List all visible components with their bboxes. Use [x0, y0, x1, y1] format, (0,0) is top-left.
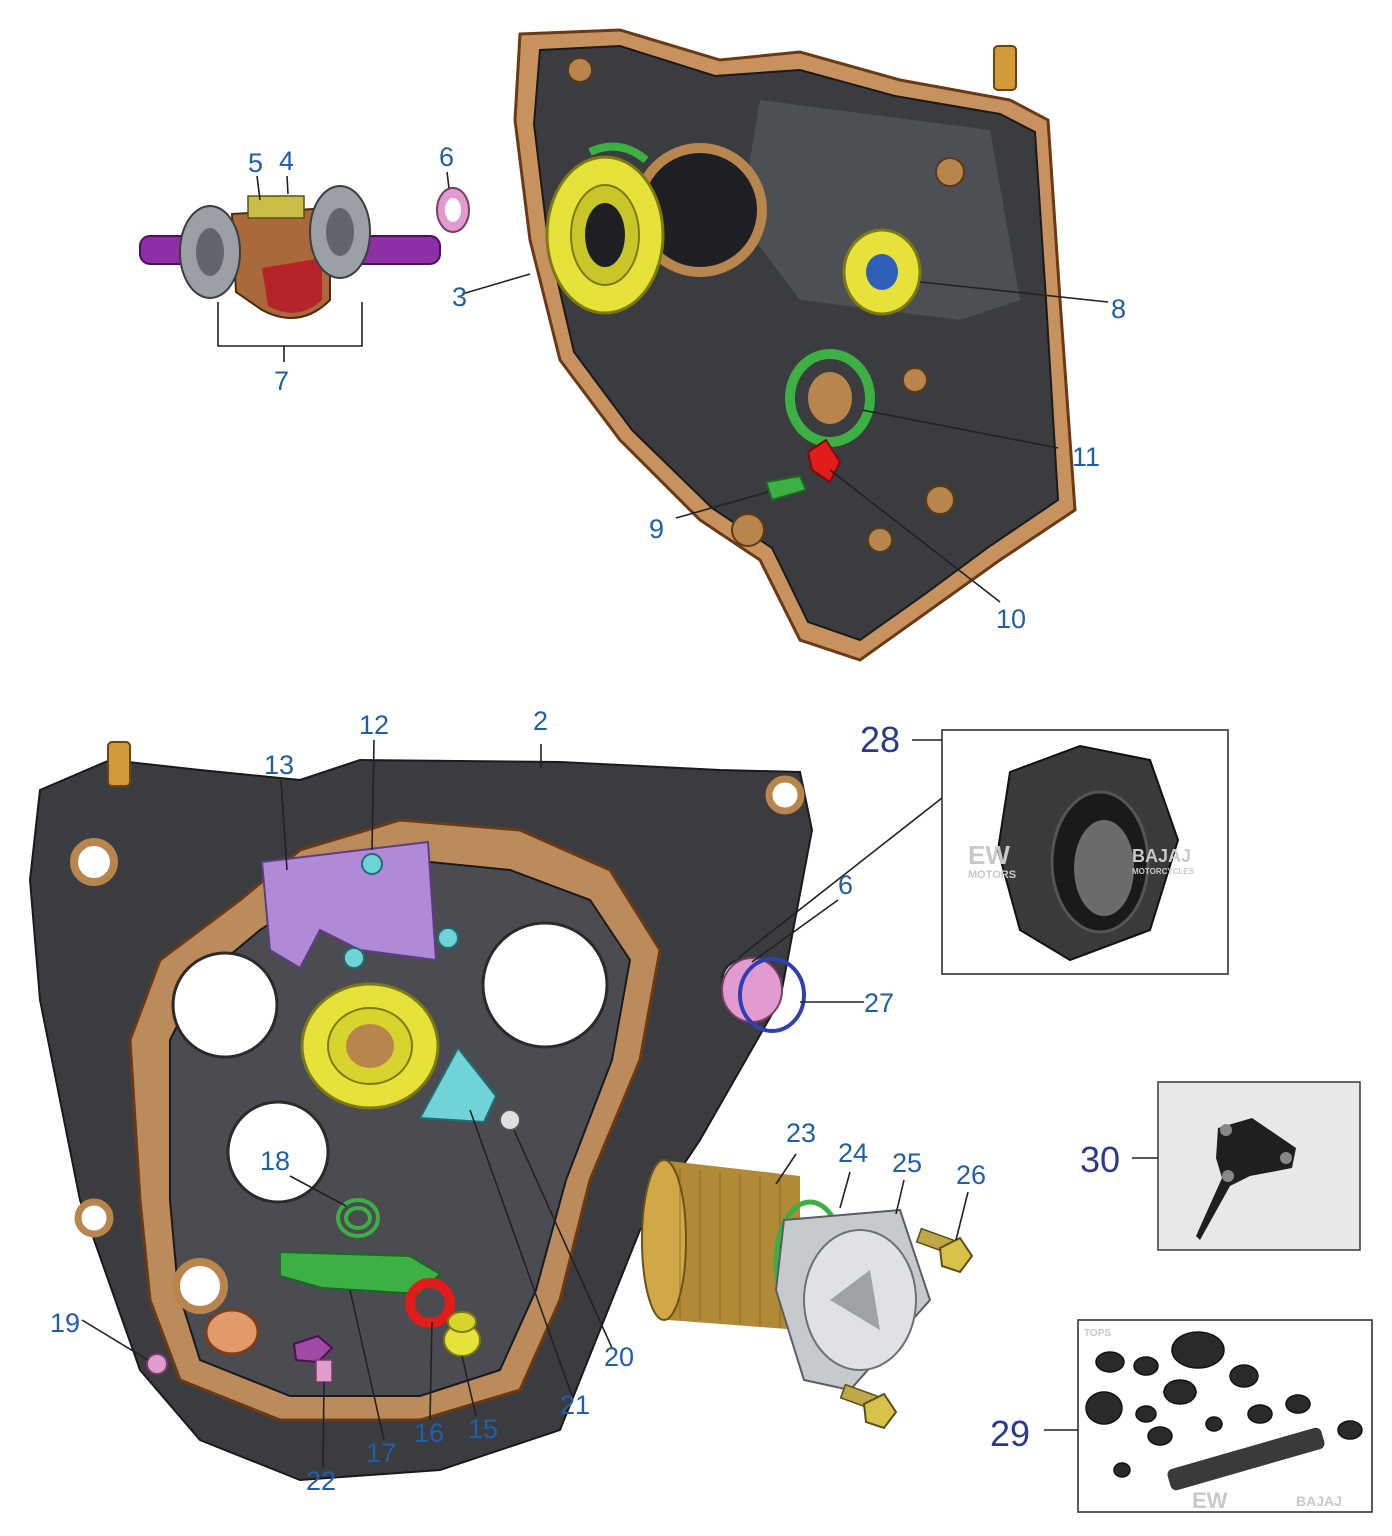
- callout-13: 13: [264, 750, 294, 780]
- callout-10: 10: [996, 604, 1026, 634]
- callout-8: 8: [1111, 294, 1126, 324]
- right-crank-bearing: [309, 185, 371, 279]
- bushing-19-left: [146, 1353, 168, 1375]
- bolt-boss-5: [867, 527, 893, 553]
- bolt-hole-a: [70, 838, 118, 886]
- ring-16: [405, 1278, 455, 1328]
- callout-26: 26: [956, 1160, 986, 1190]
- bolt-hole-b: [74, 1198, 114, 1238]
- callout-25: 25: [892, 1148, 922, 1178]
- left-crank-bearing: [179, 205, 241, 299]
- bolt-hole-d: [172, 1258, 228, 1314]
- bolt-22: [292, 1334, 334, 1383]
- callout-19: 19: [50, 1308, 80, 1338]
- inset-29-frame: [1077, 1319, 1373, 1513]
- callout-27: 27: [864, 988, 894, 1018]
- bolt-boss-6: [567, 57, 593, 83]
- breather-nipple-top: [993, 45, 1017, 91]
- bore-left-upper: [171, 951, 279, 1059]
- callout-5: 5: [248, 148, 263, 178]
- oil-seal-11: [785, 349, 875, 447]
- crank-counterweight: [262, 258, 322, 313]
- oil-seal-3-green: [588, 142, 649, 164]
- bore-center: [481, 921, 609, 1049]
- bolt-icon: [915, 1227, 974, 1274]
- bolt-boss-4: [731, 513, 765, 547]
- bracket-21: [418, 1046, 498, 1124]
- watermark-tops-29: TOPS: [1084, 1328, 1111, 1339]
- bearing-8: [842, 228, 922, 316]
- screw-12a: [361, 853, 383, 875]
- callout-numbers: 2 3 4 5 6 7 8 9 10 11 12 13 15 16 17 18 …: [50, 142, 1126, 1496]
- bolt-boss-3: [925, 485, 955, 515]
- bolt-hole-c: [765, 775, 805, 815]
- callout-18: 18: [260, 1146, 290, 1176]
- bracket-7: [217, 302, 363, 362]
- bolt-boss-2: [902, 367, 928, 393]
- spring-18: [336, 1198, 380, 1238]
- callout-3: 3: [452, 282, 467, 312]
- callout-12: 12: [359, 710, 389, 740]
- orange-bushing: [204, 1308, 260, 1356]
- callout-23: 23: [786, 1118, 816, 1148]
- watermark-ew-29: EW: [1192, 1488, 1228, 1513]
- callout-9: 9: [649, 514, 664, 544]
- lever-17: [279, 1250, 442, 1296]
- callout-15: 15: [468, 1414, 498, 1444]
- watermark-motorcycles-28: MOTORCYCLES: [1132, 867, 1195, 876]
- crankcase-half-top: [513, 28, 1077, 662]
- callout-21: 21: [560, 1390, 590, 1420]
- crankcase-half-bottom: [28, 741, 814, 1482]
- crankshaft-assembly: [139, 185, 470, 362]
- callout-30: 30: [1080, 1139, 1120, 1180]
- bushing-set: [1085, 1331, 1363, 1478]
- bearing-icon: [545, 155, 665, 315]
- cover-plate-13: [260, 840, 438, 970]
- crank-pin-block: [247, 195, 305, 219]
- watermark-bajaj-29: BAJAJ: [1296, 1493, 1342, 1509]
- callout-17: 17: [366, 1438, 396, 1468]
- crankcase-top-rib: [740, 100, 1020, 320]
- circlip-27: [738, 957, 806, 1033]
- pin-9: [764, 474, 808, 502]
- screw-12c: [343, 947, 365, 969]
- tool-icon: [1196, 1118, 1296, 1240]
- filter-cover-25: [774, 1208, 932, 1392]
- watermark-motors-28: MOTORS: [968, 869, 1016, 881]
- callout-20: 20: [604, 1342, 634, 1372]
- installer-rod: [1167, 1427, 1325, 1491]
- callout-29: 29: [990, 1413, 1030, 1454]
- bolt-boss-1: [935, 157, 965, 187]
- callout-4: 4: [279, 146, 294, 176]
- callout-6-bottom: 6: [838, 870, 853, 900]
- leader-lines: [81, 171, 1158, 1469]
- callout-22: 22: [306, 1466, 336, 1496]
- breather-nipple-bottom: [107, 741, 131, 787]
- callout-28: 28: [860, 719, 900, 760]
- watermark-ew-28: EW: [968, 840, 1010, 870]
- bore-left-lower: [226, 1100, 330, 1204]
- callout-7: 7: [274, 366, 289, 396]
- callout-6-top: 6: [439, 142, 454, 172]
- inset-30: [1157, 1081, 1361, 1251]
- inset-29: TOPS EW BAJAJ: [1077, 1319, 1373, 1513]
- oil-filter-icon: [641, 1159, 800, 1330]
- plug-15: [443, 1311, 481, 1357]
- bearing-bottom: [300, 982, 440, 1110]
- bushing-icon: [996, 744, 1180, 962]
- callout-24: 24: [838, 1138, 868, 1168]
- bolt-26-lower: [839, 1383, 898, 1430]
- callout-2: 2: [533, 706, 548, 736]
- screw-20: [499, 1109, 521, 1131]
- screw-12b: [437, 927, 459, 949]
- callout-16: 16: [414, 1418, 444, 1448]
- watermark-bajaj-28: BAJAJ: [1132, 846, 1191, 866]
- callout-11: 11: [1072, 442, 1100, 472]
- inset-28: EW MOTORS BAJAJ MOTORCYCLES: [941, 729, 1229, 975]
- spacer-6-top-hole: [445, 198, 461, 222]
- oil-filter-group: [641, 1159, 974, 1430]
